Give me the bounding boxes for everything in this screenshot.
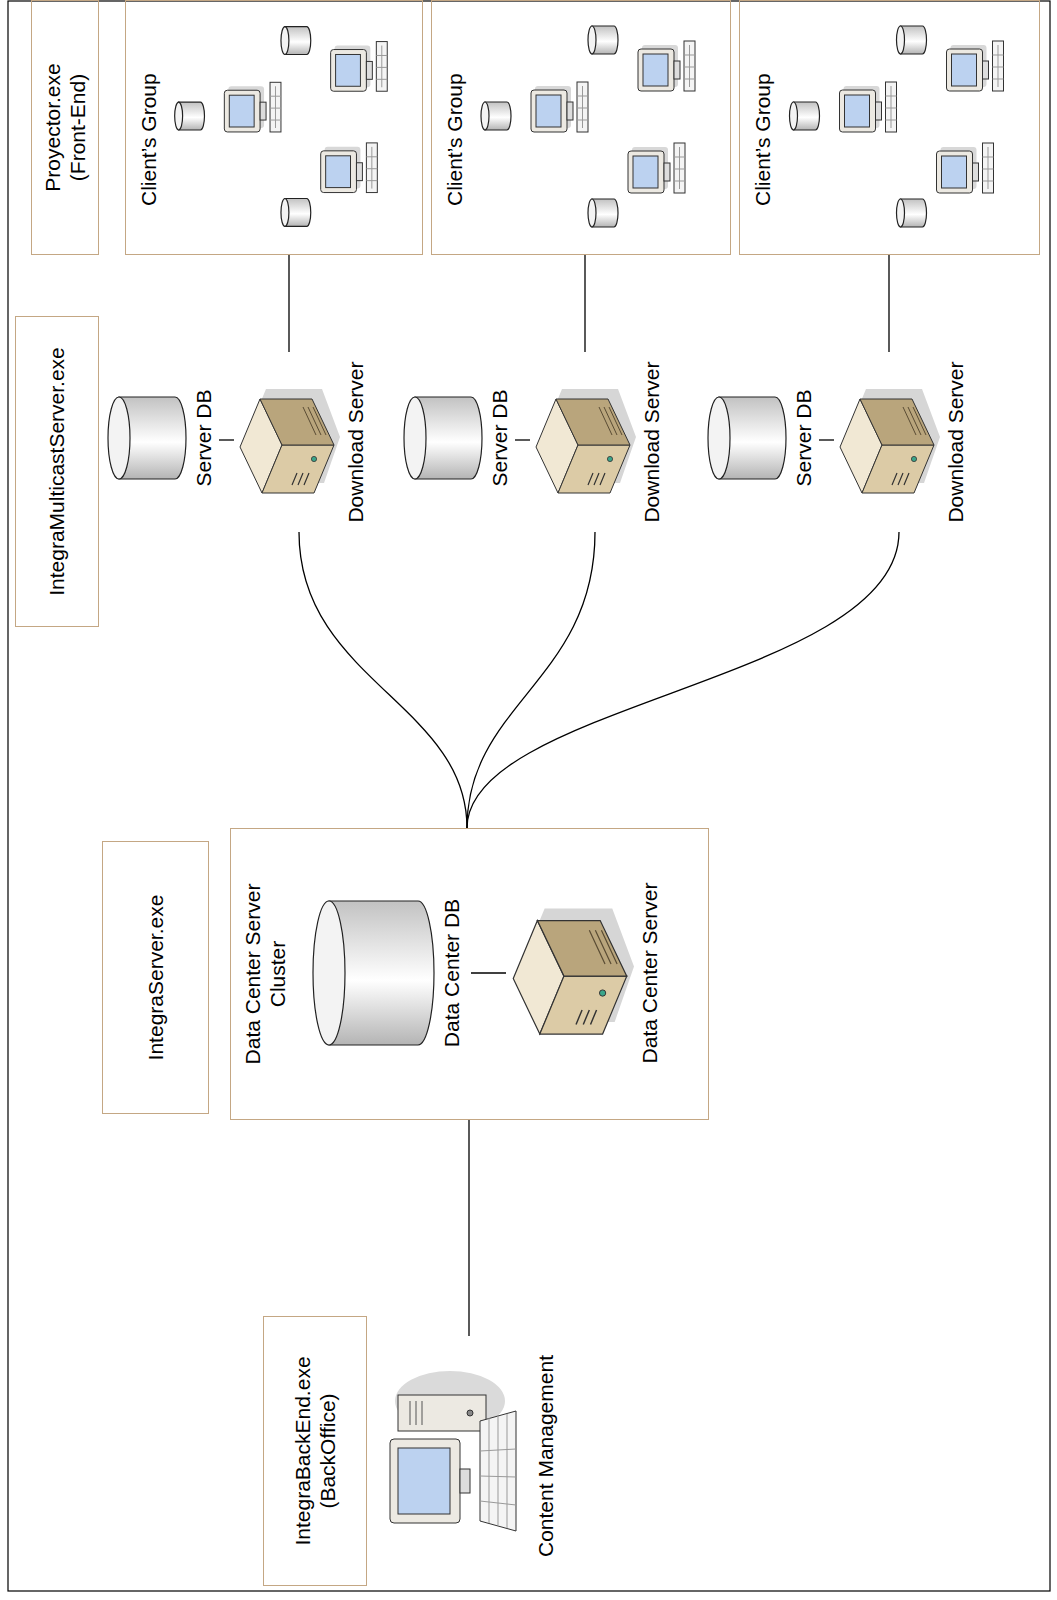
connector [288, 255, 289, 352]
connector [467, 532, 595, 828]
node-text: Client’s Group [442, 73, 467, 206]
node-text: Server DB [791, 390, 816, 487]
client-icons [740, 0, 1041, 254]
database: Data Center DB [311, 877, 471, 1069]
program-label-box: IntegraBackEnd.exe (BackOffice) [263, 1316, 367, 1586]
database: Server DB [106, 376, 219, 500]
node-text: Content Management [533, 1355, 558, 1557]
server-icon [530, 387, 636, 497]
connector [584, 255, 585, 352]
server-icon [506, 907, 634, 1040]
connector [299, 532, 467, 828]
server-icon [234, 387, 340, 497]
database-cylinder [706, 395, 788, 481]
server-icon [834, 387, 940, 497]
client-icons [432, 0, 732, 254]
node-text: IntegraBackEnd.exe (BackOffice) [290, 1335, 340, 1567]
node-text: Data Center Server Cluster [240, 858, 290, 1090]
program-label-box: IntegraServer.exe [102, 841, 209, 1114]
server: Data Center Server [506, 857, 676, 1089]
database: Server DB [706, 376, 819, 500]
node-text: Client’s Group [750, 73, 775, 206]
server: Download Server [834, 352, 974, 532]
connector [219, 439, 234, 440]
node-text: Data Center Server [637, 883, 662, 1064]
server: Download Server [530, 352, 670, 532]
server: Download Server [234, 352, 374, 532]
node-text: Server DB [487, 390, 512, 487]
connector [515, 439, 530, 440]
cluster-box: Data Center Server Cluster Data Center DB… [230, 828, 709, 1120]
node-text: Download Server [639, 361, 664, 522]
node-text: Data Center DB [439, 899, 464, 1047]
node-text: Client’s Group [136, 73, 161, 206]
node-text: Download Server [343, 361, 368, 522]
connector [888, 255, 889, 352]
program-label-box: Proyector.exe (Front-End) [31, 0, 99, 255]
node-text: Download Server [943, 361, 968, 522]
database-cylinder [106, 395, 188, 481]
node-text: IntegraMulticastServer.exe [44, 347, 69, 596]
database: Server DB [402, 376, 515, 500]
client-group: Client’s Group [739, 0, 1040, 255]
connector [467, 532, 899, 828]
database-cylinder [402, 395, 484, 481]
client-group: Client’s Group [431, 0, 731, 255]
program-label-box: IntegraMulticastServer.exe [15, 316, 99, 627]
connector [471, 972, 506, 973]
client-icons [126, 0, 424, 254]
workstation-icon [380, 1361, 530, 1551]
database-cylinder [311, 899, 436, 1047]
client-group: Client’s Group [125, 0, 423, 255]
node-text: Proyector.exe (Front-End) [40, 43, 90, 213]
node-text: IntegraServer.exe [143, 895, 168, 1061]
workstation: Content Management [380, 1336, 570, 1576]
node-text: Server DB [191, 390, 216, 487]
connector [819, 439, 834, 440]
connector [468, 1120, 469, 1336]
